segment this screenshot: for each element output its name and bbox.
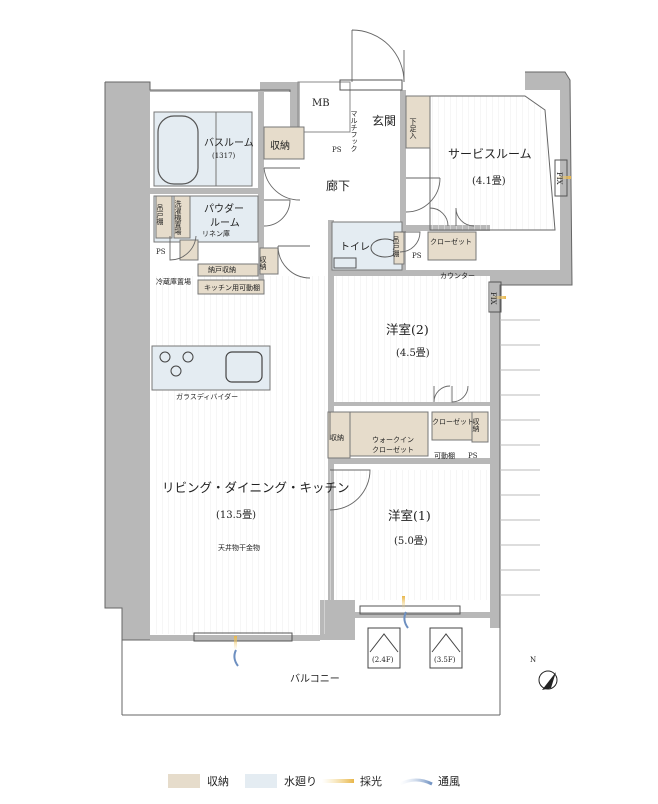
service-room-label: サービスルーム (448, 147, 532, 161)
walk-in-label-2: クローゼット (372, 445, 414, 454)
western-1-label: 洋室(1) (388, 508, 431, 523)
bathtub-icon (157, 115, 199, 185)
washer-label: 洗濯機置場 (174, 199, 182, 236)
storage-5-label: 収納 (330, 433, 344, 442)
legend-light-label: 採光 (360, 774, 382, 788)
north-compass (538, 670, 558, 690)
ceiling-rail-label: 天井物干金物 (218, 543, 260, 552)
storage-areas (155, 95, 489, 459)
wall-outline (104, 71, 573, 716)
skylight-icons (367, 627, 463, 669)
light-wind-markers (233, 176, 571, 667)
ldk-size: (13.5畳) (216, 509, 256, 521)
western-1-size: (5.0畳) (394, 535, 428, 547)
kitchen-shelf-label: キッチン用可動棚 (204, 283, 260, 292)
storage-2-label: 納戸収納 (208, 265, 236, 274)
multi-hook-label: マルチフック (350, 110, 358, 152)
fridge-label: 冷蔵庫置場 (156, 277, 191, 286)
movable-shelf-label: 可動棚 (434, 451, 455, 460)
mb-label: MB (312, 98, 330, 109)
powder-label-2: ルーム (210, 217, 240, 229)
closet-1-label: クローゼット (430, 237, 472, 246)
corridor-label: 廊下 (326, 178, 350, 193)
bath-size: (1317) (212, 152, 236, 160)
western-2-size: (4.5畳) (396, 347, 430, 359)
north-label: N (530, 656, 536, 664)
stove-icon (159, 351, 194, 377)
walk-in-label: ウォークイン (372, 436, 414, 444)
skylight-2-label: (3.5F) (434, 656, 456, 664)
toilet-area (331, 221, 403, 271)
storage-1-label: 収納 (270, 139, 290, 152)
legend: 収納 水廻り 採光 通風 (168, 774, 460, 788)
balcony-label: バルコニー (290, 673, 340, 685)
legend-storage-label: 収納 (207, 775, 229, 788)
toilet-sink-icon (333, 257, 357, 269)
powder-label: パウダー (204, 202, 244, 215)
closet-2-label: クローゼット (432, 417, 474, 426)
western-2-label: 洋室(2) (386, 322, 429, 337)
glass-guard-label: ガラスディバイダー (176, 392, 238, 401)
shoe-box-label: 下足入 (409, 118, 417, 139)
fix-2-label: FIX (489, 292, 497, 305)
hanging-shelf-2-label: 吊戸棚 (392, 236, 400, 258)
ps-4-label: PS (468, 452, 478, 460)
toilet-label: トイレ (340, 242, 370, 253)
ps-3-label: PS (412, 252, 422, 260)
storage-4-label: 収納 (472, 418, 480, 433)
ldk-label: リビング・ダイニング・キッチン (162, 480, 350, 495)
sink-icon (225, 351, 263, 383)
bath-area (153, 111, 253, 187)
legend-light-swatch (322, 779, 354, 783)
counter-label: カウンター (440, 271, 475, 280)
entrance-label: 玄関 (372, 113, 396, 128)
storage-3-label: 収納 (259, 256, 267, 271)
ps-2-label: PS (156, 248, 166, 256)
fix-1-label: FIX (555, 172, 563, 185)
ps-1-label: PS (332, 146, 342, 154)
linen-label: リネン庫 (202, 229, 230, 238)
service-room-size: (4.1畳) (472, 175, 506, 187)
kitchen-counter-area (151, 345, 271, 391)
exterior-fins (500, 319, 540, 596)
doors (169, 29, 475, 511)
hanging-shelf-1-label: 吊戸棚 (156, 204, 164, 226)
legend-water-label: 水廻り (284, 775, 317, 788)
legend-wind-swatch (399, 778, 433, 786)
legend-storage-swatch (168, 774, 200, 788)
skylight-1-label: (2.4F) (372, 656, 394, 664)
legend-wind-label: 通風 (438, 775, 460, 788)
legend-water-swatch (245, 774, 277, 788)
floors (152, 95, 556, 634)
room-labels: MB バスルーム (1317) 収納 PS 玄関 下足入 マルチフック サービス… (156, 98, 563, 685)
bath-label: バスルーム (204, 137, 254, 149)
